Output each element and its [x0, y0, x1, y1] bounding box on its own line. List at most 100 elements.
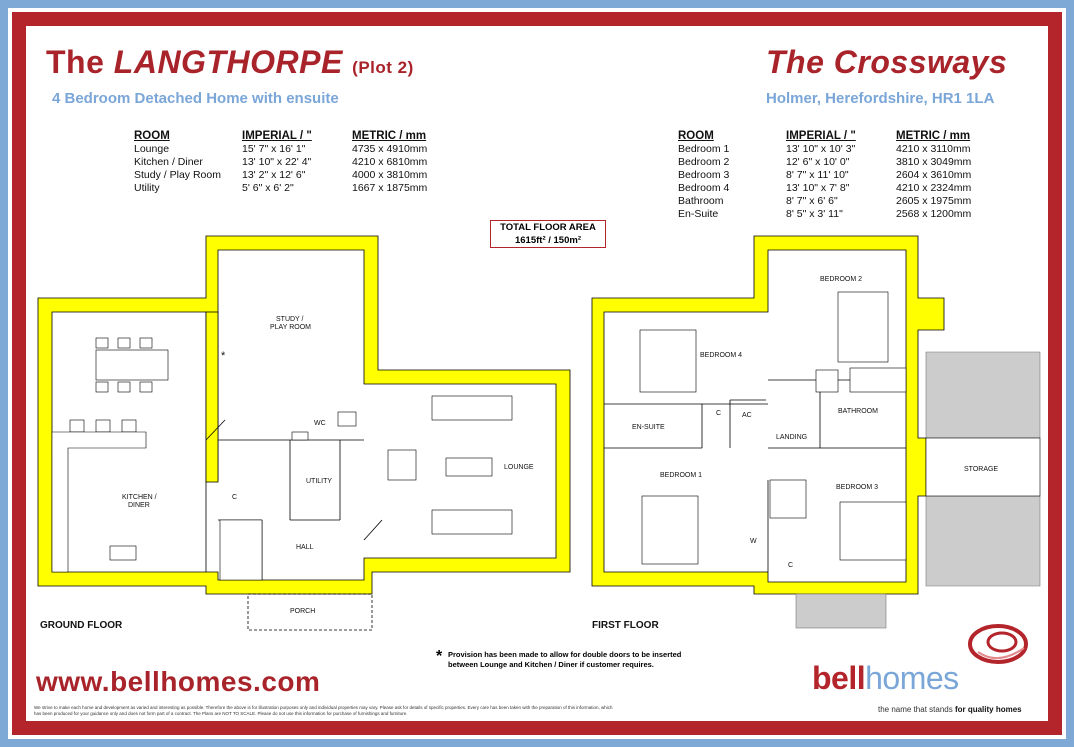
cell: 1667 x 1875mm [352, 182, 428, 194]
provision-star: * [436, 648, 443, 665]
table-row: En-Suite 8' 5" x 3' 11" 2568 x 1200mm [678, 208, 988, 221]
col-metric: METRIC / mm [352, 130, 427, 142]
website-url[interactable]: www.bellhomes.com [36, 666, 321, 697]
label-hall: HALL [296, 544, 314, 551]
development-location: Holmer, Herefordshire, HR1 1LA [766, 90, 995, 107]
label-storage: STORAGE [964, 466, 999, 473]
cell: 4210 x 2324mm [896, 182, 972, 194]
first-floor-label: FIRST FLOOR [592, 620, 659, 631]
cell: 8' 7" x 11' 10" [786, 169, 849, 181]
cell: 3810 x 3049mm [896, 156, 972, 168]
table-row: Lounge 15' 7" x 16' 1" 4735 x 4910mm [134, 143, 444, 156]
bellhomes-logo-icon [968, 624, 1028, 664]
label-kitchen-2: DINER [128, 502, 150, 509]
cell: Kitchen / Diner [134, 156, 203, 168]
title-prefix: The [46, 44, 114, 80]
cell: Utility [134, 182, 160, 194]
ground-floor-table: ROOM IMPERIAL / " METRIC / mm Lounge 15' … [134, 130, 444, 195]
cell: Bedroom 1 [678, 143, 730, 155]
table-row: Utility 5' 6" x 6' 2" 1667 x 1875mm [134, 182, 444, 195]
cell: En-Suite [678, 208, 719, 220]
development-title: The Crossways [766, 44, 1008, 80]
cell: 4000 x 3810mm [352, 169, 428, 181]
cell: 13' 10" x 7' 8" [786, 182, 850, 194]
tagline-pre: the name that stands [878, 705, 955, 714]
title-name: LANGTHORPE [113, 44, 343, 80]
disclaimer-text: We strive to make each home and developm… [34, 705, 613, 716]
label-landing: LANDING [776, 434, 808, 441]
ground-floor-label: GROUND FLOOR [40, 620, 123, 631]
cell: 4735 x 4910mm [352, 143, 428, 155]
table-row: Kitchen / Diner 13' 10" x 22' 4" 4210 x 68… [134, 156, 444, 169]
bellhomes-logo: bellhomes [812, 660, 959, 697]
cell: 5' 6" x 6' 2" [242, 182, 294, 194]
col-imperial: IMPERIAL / " [786, 130, 856, 142]
logo-homes: homes [865, 660, 959, 696]
table-header-row: ROOM IMPERIAL / " METRIC / mm [134, 130, 444, 143]
table-row: Bedroom 1 13' 10" x 10' 3" 4210 x 3110mm [678, 143, 988, 156]
label-cupboard: C [232, 494, 238, 501]
house-subtitle: 4 Bedroom Detached Home with ensuite [52, 90, 339, 107]
title-plot: (Plot 2) [352, 58, 414, 77]
roof-areas [795, 351, 1041, 629]
logo-bell: bell [812, 660, 866, 696]
label-wc: WC [314, 420, 326, 427]
label-bedroom-4: BEDROOM 4 [700, 352, 743, 359]
first-floor-furniture [639, 291, 907, 565]
cell: 2605 x 1975mm [896, 195, 972, 207]
tagline-bold: for quality homes [954, 705, 1022, 714]
cell: Bedroom 2 [678, 156, 730, 168]
label-wardrobe: W [750, 538, 757, 545]
table-header-row: ROOM IMPERIAL / " METRIC / mm [678, 130, 988, 143]
table-row: Study / Play Room 13' 2" x 12' 6" 4000 x 3… [134, 169, 444, 182]
first-floor-table: ROOM IMPERIAL / " METRIC / mm Bedroom 1 1… [678, 130, 988, 221]
label-bedroom-2: BEDROOM 2 [820, 276, 863, 283]
provision-note: * Provision has been made to allow for d… [436, 649, 708, 670]
ground-floor-walls [37, 235, 571, 595]
cell: 13' 2" x 12' 6" [242, 169, 306, 181]
cell: 12' 6" x 10' 0" [786, 156, 850, 168]
label-cupboard-2: C [788, 562, 794, 569]
label-porch: PORCH [290, 608, 316, 615]
total-area-label: TOTAL FLOOR AREA [500, 222, 596, 233]
table-row: Bedroom 2 12' 6" x 10' 0" 3810 x 3049mm [678, 156, 988, 169]
col-room: ROOM [678, 130, 714, 142]
table-row: Bathroom 8' 7" x 6' 6" 2605 x 1975mm [678, 195, 988, 208]
first-floor-walls [591, 235, 945, 595]
cell: Bathroom [678, 195, 724, 207]
tagline: the name that stands for quality homes [878, 705, 1022, 714]
label-ac: AC [742, 412, 752, 419]
label-en-suite: EN-SUITE [632, 424, 665, 431]
label-study-2: PLAY ROOM [270, 324, 311, 331]
total-area-value: 1615ft² / 150m² [514, 235, 581, 246]
col-metric: METRIC / mm [896, 130, 971, 142]
cell: Bedroom 3 [678, 169, 730, 181]
col-room: ROOM [134, 130, 170, 142]
cell: 13' 10" x 10' 3" [786, 143, 856, 155]
label-utility: UTILITY [306, 478, 333, 485]
cell: Study / Play Room [134, 169, 221, 181]
label-kitchen: KITCHEN / [122, 494, 157, 501]
cell: 13' 10" x 22' 4" [242, 156, 312, 168]
cell: Lounge [134, 143, 170, 155]
label-bathroom: BATHROOM [838, 408, 878, 415]
cell: 4210 x 6810mm [352, 156, 428, 168]
label-study: STUDY / [276, 316, 304, 323]
cell: 15' 7" x 16' 1" [242, 143, 306, 155]
label-cupboard-1: C [716, 410, 722, 417]
cell: 8' 7" x 6' 6" [786, 195, 838, 207]
table-row: Bedroom 3 8' 7" x 11' 10" 2604 x 3610mm [678, 169, 988, 182]
cell: 2568 x 1200mm [896, 208, 972, 220]
label-lounge: LOUNGE [504, 464, 534, 471]
cell: 8' 5" x 3' 11" [786, 208, 843, 220]
house-title: The LANGTHORPE (Plot 2) [46, 44, 414, 81]
label-bedroom-1: BEDROOM 1 [660, 472, 703, 479]
ground-floor-furniture [51, 337, 513, 581]
total-floor-area-box: TOTAL FLOOR AREA 1615ft² / 150m² [490, 220, 606, 248]
col-imperial: IMPERIAL / " [242, 130, 312, 142]
cell: 4210 x 3110mm [896, 143, 971, 155]
cell: 2604 x 3610mm [896, 169, 972, 181]
label-asterisk: * [221, 350, 226, 362]
